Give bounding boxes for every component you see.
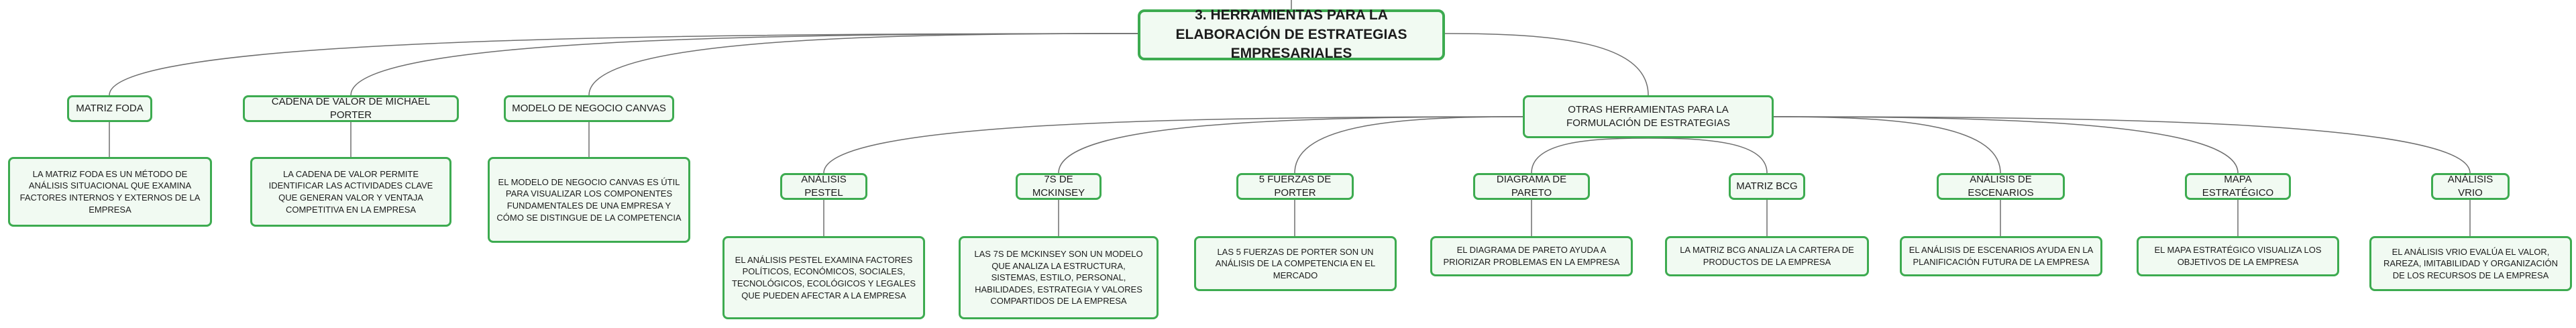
edge-otras-sub-2 [1294, 116, 1523, 174]
edge-root-otras [1444, 33, 1649, 96]
desc-analisis-escenarios[interactable]: EL ANÁLISIS DE ESCENARIOS AYUDA EN LA PL… [1900, 236, 2102, 276]
edge-root-matriz-foda [109, 33, 1138, 96]
subtopic-label: ANÁLISIS VRIO [2447, 173, 2493, 199]
desc-7s-mckinsey[interactable]: LAS 7S DE MCKINSEY SON UN MODELO QUE ANA… [959, 236, 1159, 319]
topic-label: MATRIZ FODA [76, 102, 144, 114]
subtopic-diagrama-pareto[interactable]: DIAGRAMA DE PARETO [1473, 173, 1590, 200]
desc-text: EL DIAGRAMA DE PARETO AYUDA A PRIORIZAR … [1443, 245, 1620, 267]
edge-otras-sub-5 [1773, 116, 2001, 174]
edge-otras-sub-0 [823, 116, 1523, 174]
edge-otras-sub-3 [1531, 138, 1649, 174]
desc-text: LAS 7S DE MCKINSEY SON UN MODELO QUE ANA… [974, 249, 1143, 307]
edge-otras-sub-7 [1773, 116, 2471, 174]
desc-text: EL ANÁLISIS DE ESCENARIOS AYUDA EN LA PL… [1909, 245, 2094, 267]
topic-otras-herramientas[interactable]: OTRAS HERRAMIENTAS PARA LA FORMULACIÓN D… [1523, 95, 1774, 138]
subtopic-7s-mckinsey[interactable]: 7S DE MCKINSEY [1016, 173, 1102, 200]
desc-text: LA MATRIZ BCG ANALIZA LA CARTERA DE PROD… [1680, 245, 1854, 267]
subtopic-analisis-escenarios[interactable]: ANÁLISIS DE ESCENARIOS [1937, 173, 2065, 200]
edge-root-cadena-valor [350, 33, 1138, 96]
desc-text: EL MAPA ESTRATÉGICO VISUALIZA LOS OBJETI… [2154, 245, 2322, 267]
edge-otras-sub-4 [1648, 138, 1768, 174]
desc-analisis-pestel[interactable]: EL ANÁLISIS PESTEL EXAMINA FACTORES POLÍ… [722, 236, 925, 319]
desc-text: EL ANÁLISIS VRIO EVALÚA EL VALOR, RAREZA… [2383, 246, 2559, 280]
desc-diagrama-pareto[interactable]: EL DIAGRAMA DE PARETO AYUDA A PRIORIZAR … [1430, 236, 1633, 276]
topic-label: OTRAS HERRAMIENTAS PARA LA FORMULACIÓN D… [1566, 103, 1730, 129]
desc-5-fuerzas-porter[interactable]: LAS 5 FUERZAS DE PORTER SON UN ANÁLISIS … [1194, 236, 1397, 291]
subtopic-label: ANÁLISIS DE ESCENARIOS [1968, 173, 2034, 199]
subtopic-analisis-vrio[interactable]: ANÁLISIS VRIO [2431, 173, 2510, 200]
desc-text: EL MODELO DE NEGOCIO CANVAS ES ÚTIL PARA… [496, 176, 682, 223]
root-topic[interactable]: 3. HERRAMIENTAS PARA LA ELABORACIÓN DE E… [1138, 7, 1445, 62]
root-topic-label: 3. HERRAMIENTAS PARA LA ELABORACIÓN DE E… [1175, 7, 1407, 62]
desc-text: LA CADENA DE VALOR PERMITE IDENTIFICAR L… [268, 168, 433, 215]
desc-mapa-estrategico[interactable]: EL MAPA ESTRATÉGICO VISUALIZA LOS OBJETI… [2137, 236, 2339, 276]
subtopic-label: 5 FUERZAS DE PORTER [1258, 173, 1332, 199]
desc-text: LAS 5 FUERZAS DE PORTER SON UN ANÁLISIS … [1215, 246, 1376, 280]
topic-cadena-de-valor[interactable]: CADENA DE VALOR DE MICHAEL PORTER [243, 95, 459, 122]
subtopic-label: DIAGRAMA DE PARETO [1496, 173, 1567, 199]
topic-matriz-foda[interactable]: MATRIZ FODA [67, 95, 152, 122]
subtopic-analisis-pestel[interactable]: ANÁLISIS PESTEL [780, 173, 867, 200]
subtopic-mapa-estrategico[interactable]: MAPA ESTRATÉGICO [2185, 173, 2291, 200]
subtopic-label: 7S DE MCKINSEY [1032, 173, 1085, 199]
desc-matriz-foda[interactable]: LA MATRIZ FODA ES UN MÉTODO DE ANÁLISIS … [8, 157, 212, 227]
topic-modelo-canvas[interactable]: MODELO DE NEGOCIO CANVAS [504, 95, 674, 122]
subtopic-label: MATRIZ BCG [1736, 180, 1798, 192]
subtopic-5-fuerzas-porter[interactable]: 5 FUERZAS DE PORTER [1236, 173, 1354, 200]
edge-root-canvas [588, 33, 1138, 96]
desc-text: LA MATRIZ FODA ES UN MÉTODO DE ANÁLISIS … [19, 168, 201, 215]
desc-cadena-de-valor[interactable]: LA CADENA DE VALOR PERMITE IDENTIFICAR L… [250, 157, 451, 227]
desc-modelo-canvas[interactable]: EL MODELO DE NEGOCIO CANVAS ES ÚTIL PARA… [488, 157, 690, 243]
edge-otras-sub-1 [1058, 116, 1523, 174]
subtopic-label: ANÁLISIS PESTEL [801, 173, 847, 199]
subtopic-label: MAPA ESTRATÉGICO [2202, 173, 2274, 199]
desc-text: EL ANÁLISIS PESTEL EXAMINA FACTORES POLÍ… [731, 254, 916, 300]
edge-otras-sub-6 [1773, 116, 2239, 174]
topic-label: CADENA DE VALOR DE MICHAEL PORTER [271, 95, 431, 121]
topic-label: MODELO DE NEGOCIO CANVAS [512, 102, 666, 114]
desc-analisis-vrio[interactable]: EL ANÁLISIS VRIO EVALÚA EL VALOR, RAREZA… [2369, 236, 2572, 291]
subtopic-matriz-bcg[interactable]: MATRIZ BCG [1729, 173, 1805, 200]
desc-matriz-bcg[interactable]: LA MATRIZ BCG ANALIZA LA CARTERA DE PROD… [1665, 236, 1869, 276]
